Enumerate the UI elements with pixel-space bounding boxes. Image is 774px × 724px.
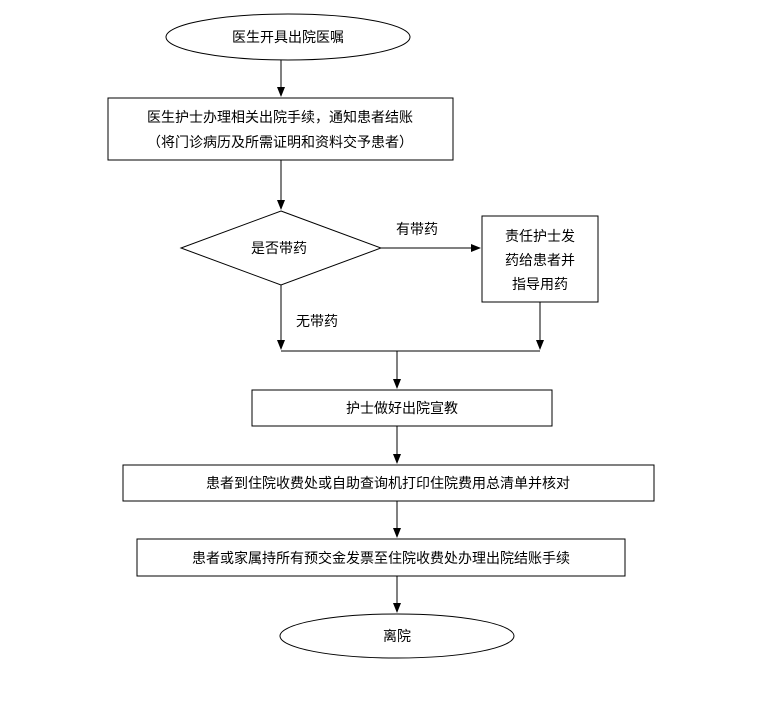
nurse-box-line1: 责任护士发 xyxy=(505,229,575,245)
branch-yes-label: 有带药 xyxy=(396,222,438,238)
step1-line2: （将门诊病历及所需证明和资料交予患者） xyxy=(147,134,413,151)
step3-label: 患者到住院收费处或自助查询机打印住院费用总清单并核对 xyxy=(206,475,570,492)
step2-label: 护士做好出院宣教 xyxy=(346,401,458,417)
nurse-medication-box xyxy=(481,215,599,303)
step3-box xyxy=(122,464,655,502)
nurse-box-line3: 指导用药 xyxy=(512,277,568,293)
step4-box xyxy=(136,538,626,577)
nurse-box-line2: 药给患者并 xyxy=(505,253,575,269)
step2-box xyxy=(251,389,553,427)
start-node xyxy=(165,13,411,61)
start-label: 医生开具出院医嘱 xyxy=(232,30,344,46)
step1-box xyxy=(107,97,454,161)
step4-label: 患者或家属持所有预交金发票至住院收费处办理出院结账手续 xyxy=(192,550,570,567)
branch-no-label: 无带药 xyxy=(296,314,338,330)
step1-line1: 医生护士办理相关出院手续，通知患者结账 xyxy=(147,109,413,126)
end-node xyxy=(279,613,515,659)
decision-label: 是否带药 xyxy=(251,241,307,257)
end-label: 离院 xyxy=(383,628,411,645)
